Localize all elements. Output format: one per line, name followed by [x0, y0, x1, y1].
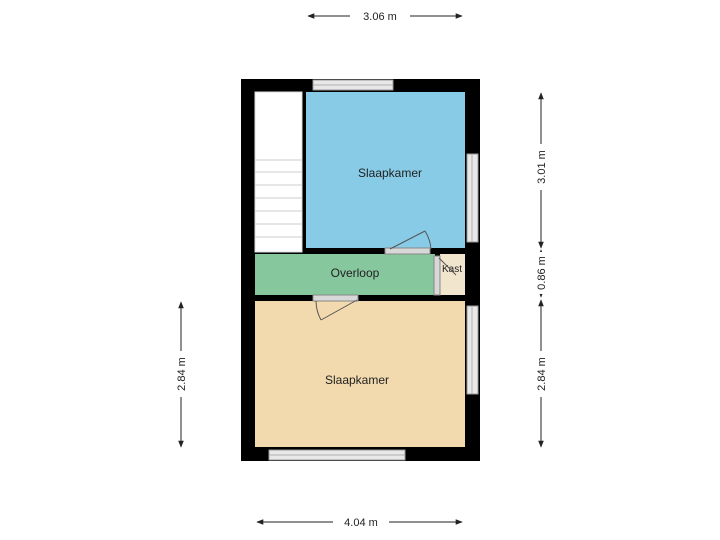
room-label-bedroom-top: Slaapkamer [358, 166, 422, 180]
room-landing [255, 254, 435, 295]
dim-label-right-upper: 3.01 m [536, 150, 548, 184]
room-label-storage: Kast [442, 264, 462, 275]
dim-label-top: 3.06 m [363, 11, 397, 23]
doors [312, 230, 457, 321]
dim-label-left-lower: 2.84 m [176, 357, 188, 391]
room-storage [440, 254, 465, 295]
room-label-landing: Overloop [331, 266, 380, 280]
room-label-bedroom-bottom: Slaapkamer [325, 373, 389, 387]
room-bedroom-top [306, 92, 465, 248]
room-bedroom-bottom [255, 301, 465, 447]
dim-label-right-middle: 0.86 m [536, 256, 548, 290]
stair-steps [255, 159, 302, 238]
dim-label-bottom: 4.04 m [344, 517, 378, 529]
dim-label-right-lower: 2.84 m [536, 357, 548, 391]
windows [268, 79, 479, 461]
